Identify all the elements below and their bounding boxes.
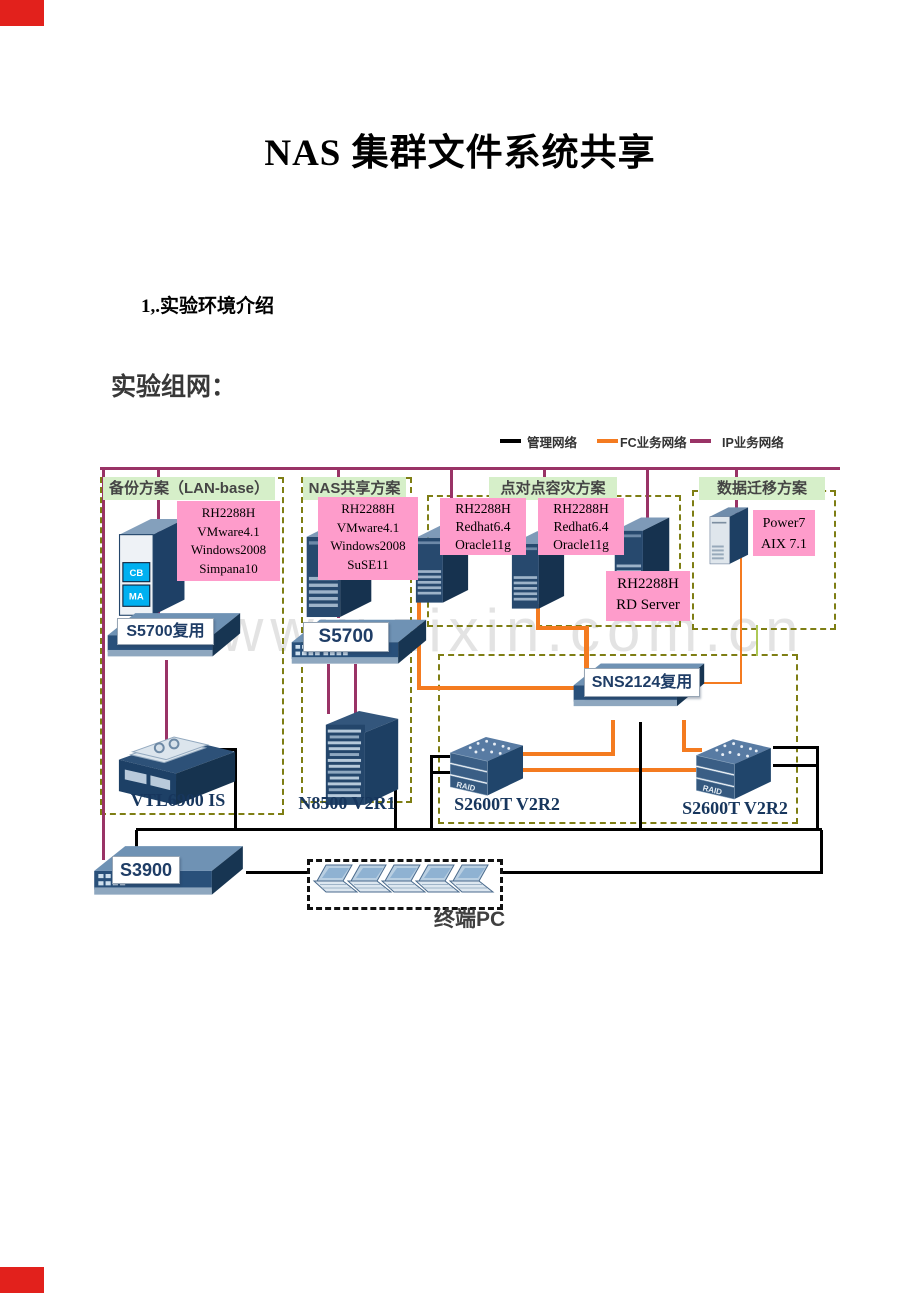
mgmt-line	[639, 722, 642, 830]
s2600t-left-label: S2600T V2R2	[454, 794, 560, 814]
ip-trunk-line	[100, 467, 840, 470]
s2600t-right-icon: RAID	[696, 739, 771, 800]
label-line: Windows2008	[190, 542, 267, 557]
s5700-label: S5700	[303, 622, 389, 652]
terminal-pc-label: 终端PC	[434, 908, 506, 931]
label-line: RH2288H	[341, 501, 395, 516]
ip-line	[102, 470, 105, 860]
oracle1-label: RH2288H Redhat6.4 Oracle11g	[440, 498, 526, 555]
mgmt-line	[773, 764, 819, 767]
mgmt-bus-line	[136, 828, 822, 831]
mgmt-line	[234, 748, 237, 831]
label-line: RH2288H	[617, 576, 679, 592]
backup-scheme-label: 备份方案（LAN-base）	[103, 477, 275, 500]
fc-line	[536, 626, 588, 630]
mgmt-line	[820, 830, 823, 874]
ip-line	[165, 660, 168, 740]
fc-line	[584, 626, 589, 690]
vtl6900-label: VTL6900 IS	[130, 790, 226, 810]
label-line: Windows2008	[330, 538, 406, 553]
legend-mgmt-label: 管理网络	[527, 436, 578, 450]
fc-line	[510, 752, 615, 756]
label-line: SuSE11	[347, 556, 389, 572]
laptop-icon	[346, 864, 393, 893]
laptop-icon	[414, 864, 461, 893]
fc-line	[417, 686, 583, 690]
s3900-label: S3900	[112, 856, 180, 884]
section-heading: 1,.实验环境介绍	[141, 296, 275, 317]
p2p-scheme-label: 点对点容灾方案	[489, 477, 617, 500]
ip-line-swatch	[690, 439, 711, 443]
label-line: Simpana10	[199, 560, 258, 576]
migration-scheme-label: 数据迁移方案	[699, 477, 825, 500]
ip-line	[646, 470, 649, 522]
red-corner-mark-bottom	[0, 1267, 44, 1293]
mgmt-line	[816, 746, 819, 831]
mgmt-line	[215, 748, 237, 751]
power7-label: Power7 AIX 7.1	[753, 510, 815, 556]
storage-fabric-box	[438, 654, 798, 824]
ma-badge: MA	[129, 592, 144, 603]
diagram-legend: 管理网络 FC业务网络 IP业务网络	[0, 430, 920, 452]
subheading-network: 实验组网：	[111, 373, 237, 401]
ip-line	[354, 664, 357, 714]
page-title: NAS 集群文件系统共享	[264, 133, 656, 174]
mgmt-line	[135, 830, 138, 854]
raid-label-left: RAID	[456, 780, 477, 793]
vtl6900-icon	[118, 736, 236, 805]
power7-server-icon	[709, 507, 749, 565]
fc-line	[536, 604, 540, 630]
label-line: Oracle11g	[455, 537, 511, 552]
backup-server-label: RH2288H VMware4.1 Windows2008 Simpana10	[177, 501, 280, 581]
label-line: RD Server	[616, 597, 680, 613]
mgmt-line	[430, 755, 433, 831]
label-line: VMware4.1	[336, 519, 400, 535]
s2600t-right-label: S2600T V2R2	[682, 798, 788, 818]
label-line: Redhat6.4	[455, 519, 511, 534]
mgmt-line	[432, 755, 456, 758]
mgmt-line	[394, 757, 397, 831]
cb-badge: CB	[129, 568, 143, 579]
sns2124-label: SNS2124复用	[584, 668, 700, 697]
fc-line	[516, 768, 702, 772]
label-line: RH2288H	[553, 501, 609, 516]
fc-line-thin	[740, 556, 742, 684]
raid-label-right: RAID	[702, 784, 723, 797]
fc-line	[611, 720, 615, 756]
s2600t-left-icon: RAID	[449, 736, 524, 796]
rd-server-label: RH2288H RD Server	[606, 571, 690, 621]
box-connector-line	[756, 625, 758, 656]
nas-server-label: RH2288H VMware4.1 Windows2008 SuSE11	[318, 497, 418, 580]
mgmt-line	[773, 746, 819, 749]
laptop-icon	[312, 864, 359, 893]
label-line: AIX 7.1	[761, 537, 807, 552]
laptop-icon	[448, 864, 495, 893]
label-line: VMware4.1	[197, 523, 260, 539]
ip-line	[327, 664, 330, 714]
label-line: Oracle11g	[553, 537, 609, 552]
oracle2-label: RH2288H Redhat6.4 Oracle11g	[538, 498, 624, 555]
mgmt-line	[432, 771, 456, 774]
nas-scheme-label: NAS共享方案	[303, 477, 406, 500]
label-line: RH2288H	[201, 505, 256, 520]
n8500-icon	[325, 711, 399, 805]
fc-line-swatch	[597, 439, 618, 443]
label-line: Redhat6.4	[553, 519, 609, 534]
fc-line	[682, 748, 702, 752]
n8500-label: N8500 V2R1	[298, 793, 396, 813]
label-line: RH2288H	[455, 501, 511, 516]
label-line: Power7	[762, 516, 806, 531]
mgmt-line	[246, 871, 823, 874]
laptop-icon	[380, 864, 427, 893]
red-corner-mark-top	[0, 0, 44, 26]
fc-line	[682, 720, 686, 752]
mgmt-line-swatch	[500, 439, 521, 443]
s5700-reuse-label: S5700复用	[117, 618, 214, 645]
legend-fc-label: FC业务网络	[620, 436, 687, 450]
fc-line-thin	[700, 682, 742, 684]
backup-server-icon: CB MA	[118, 518, 185, 616]
legend-ip-label: IP业务网络	[722, 436, 784, 450]
